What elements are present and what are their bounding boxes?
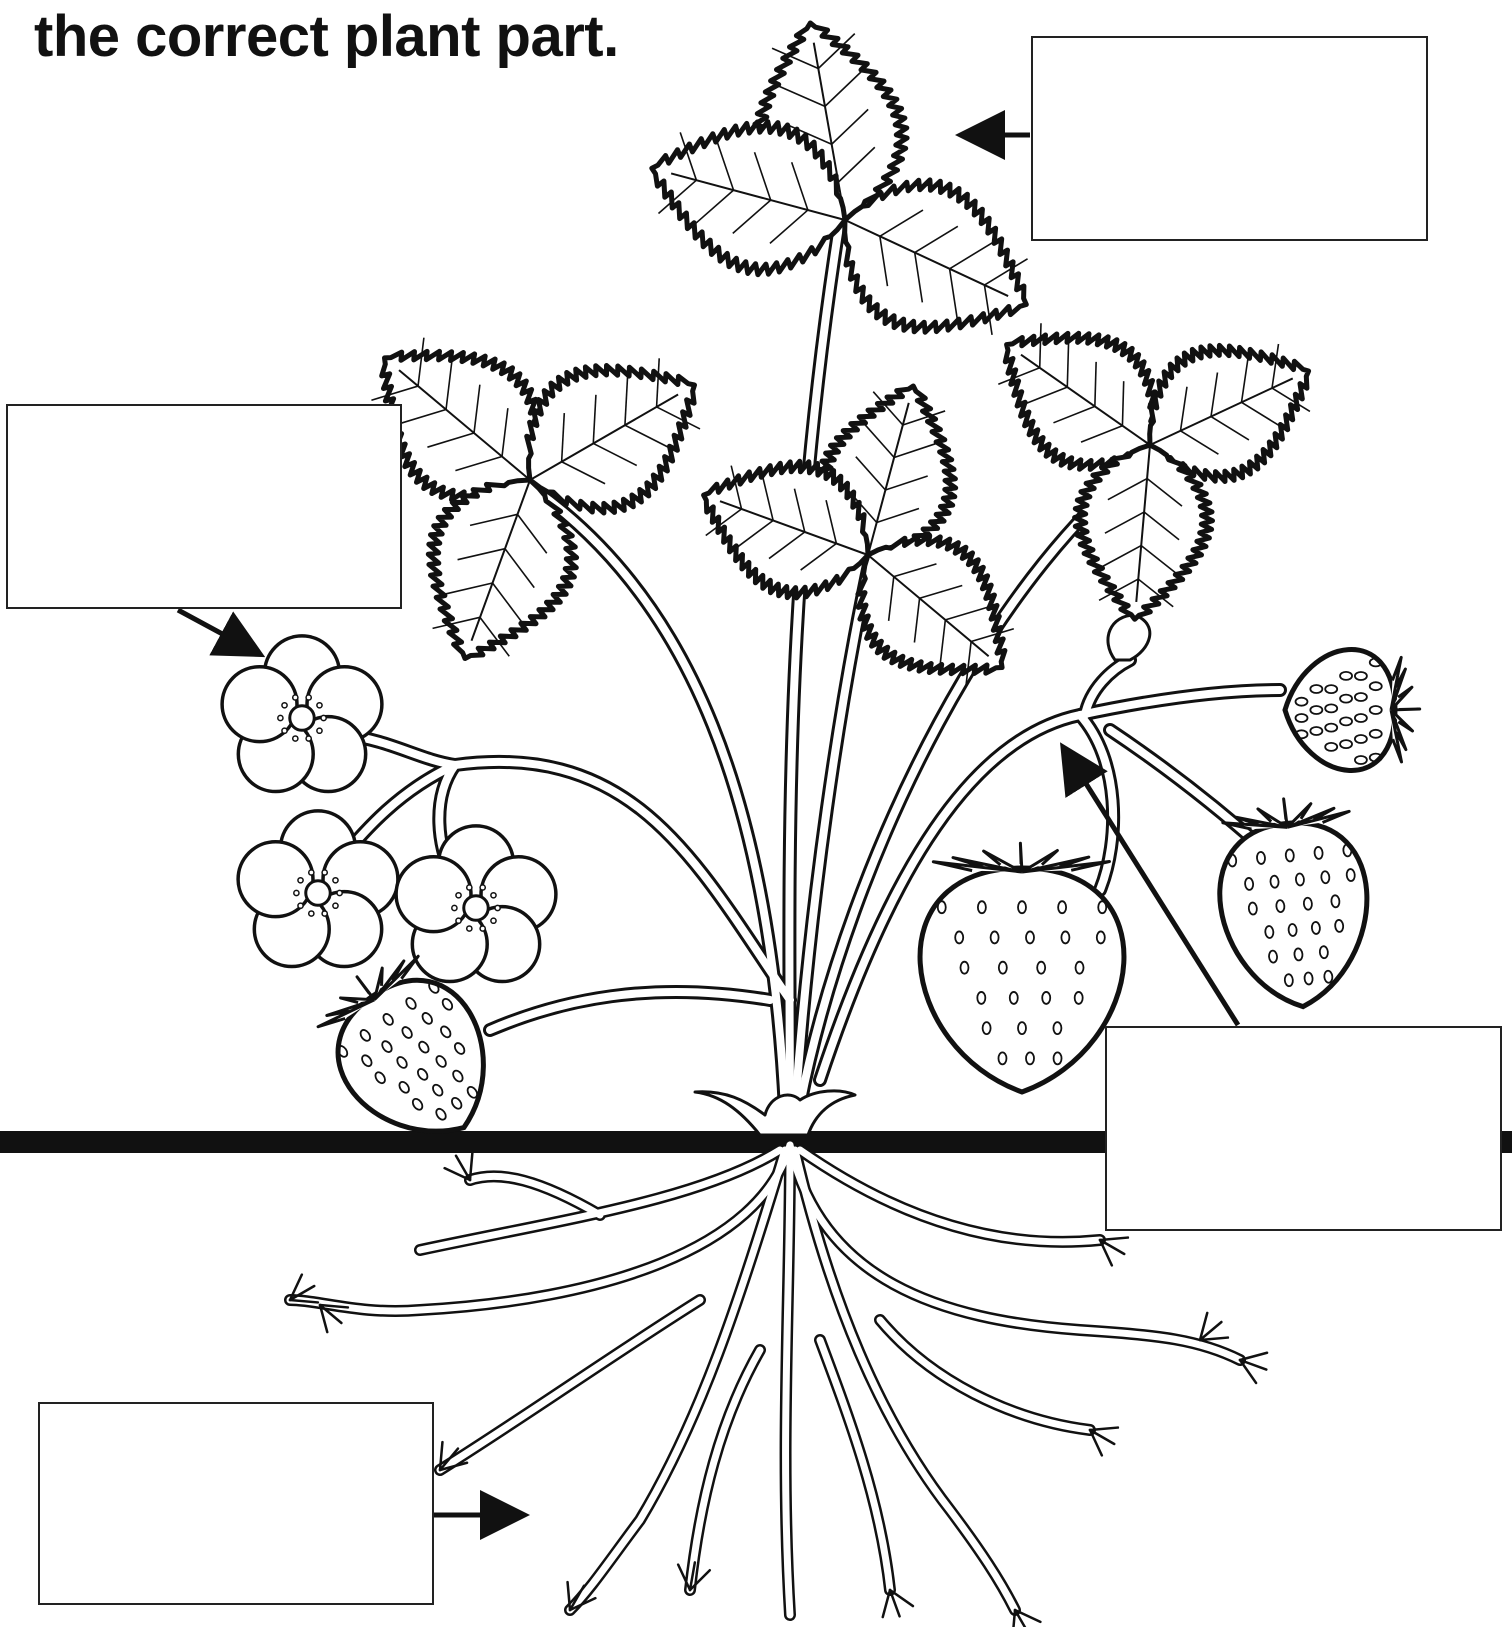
leaflet [858,536,1005,674]
trifoliate-leaf [998,323,1310,619]
stamen [337,890,342,895]
stamen [321,715,326,720]
calyx [1391,657,1420,762]
stamen [293,695,298,700]
calyx [933,843,1109,872]
strawberry [1212,792,1377,1013]
stamen [309,870,314,875]
stamen [322,911,327,916]
stamen [333,878,338,883]
stamen [491,893,496,898]
strawberry-body [1214,817,1376,1013]
flower [238,811,398,967]
leaflet [382,351,541,500]
root-fill [800,1150,1100,1242]
answer-box-leaf[interactable] [1031,36,1428,241]
stamen [495,905,500,910]
stamen [306,736,311,741]
stamen [322,870,327,875]
stamen [456,918,461,923]
root-fill [880,1320,1090,1430]
stamen [309,911,314,916]
leaflet [652,122,845,275]
answer-box-flower[interactable] [6,404,402,609]
arrow-to-flower [178,610,252,650]
stamen [491,918,496,923]
leaflet [527,366,695,514]
stamen [317,728,322,733]
stamen [333,903,338,908]
answer-box-roots[interactable] [38,1402,434,1605]
stamen [480,926,485,931]
root-fill [440,1300,700,1470]
stamen [294,890,299,895]
flower-center [290,706,314,730]
root-fill [786,1150,790,1615]
leaflet [845,180,1027,332]
stamen [293,736,298,741]
stamen [452,905,457,910]
stamen [317,703,322,708]
tendril [1108,615,1150,660]
stamen [298,878,303,883]
answer-box-stem[interactable] [1105,1026,1502,1231]
trifoliate-leaf [652,23,1028,335]
stamen [467,885,472,890]
flower [222,636,382,792]
flower [396,826,556,982]
stamen [456,893,461,898]
flower-center [306,881,330,905]
stamen [306,695,311,700]
flower-center [464,896,488,920]
stamen [480,885,485,890]
stamen [282,728,287,733]
instruction-text: the correct plant part. [34,4,619,71]
stamen [282,703,287,708]
stamen [467,926,472,931]
calyx [1221,793,1350,833]
plant-crown [695,1091,855,1135]
strawberry-body [1285,650,1395,771]
stamen [298,903,303,908]
stamen [278,715,283,720]
strawberry [1285,650,1420,771]
root-outline [880,1320,1090,1430]
strawberry [920,843,1124,1092]
leaflet [428,480,576,659]
